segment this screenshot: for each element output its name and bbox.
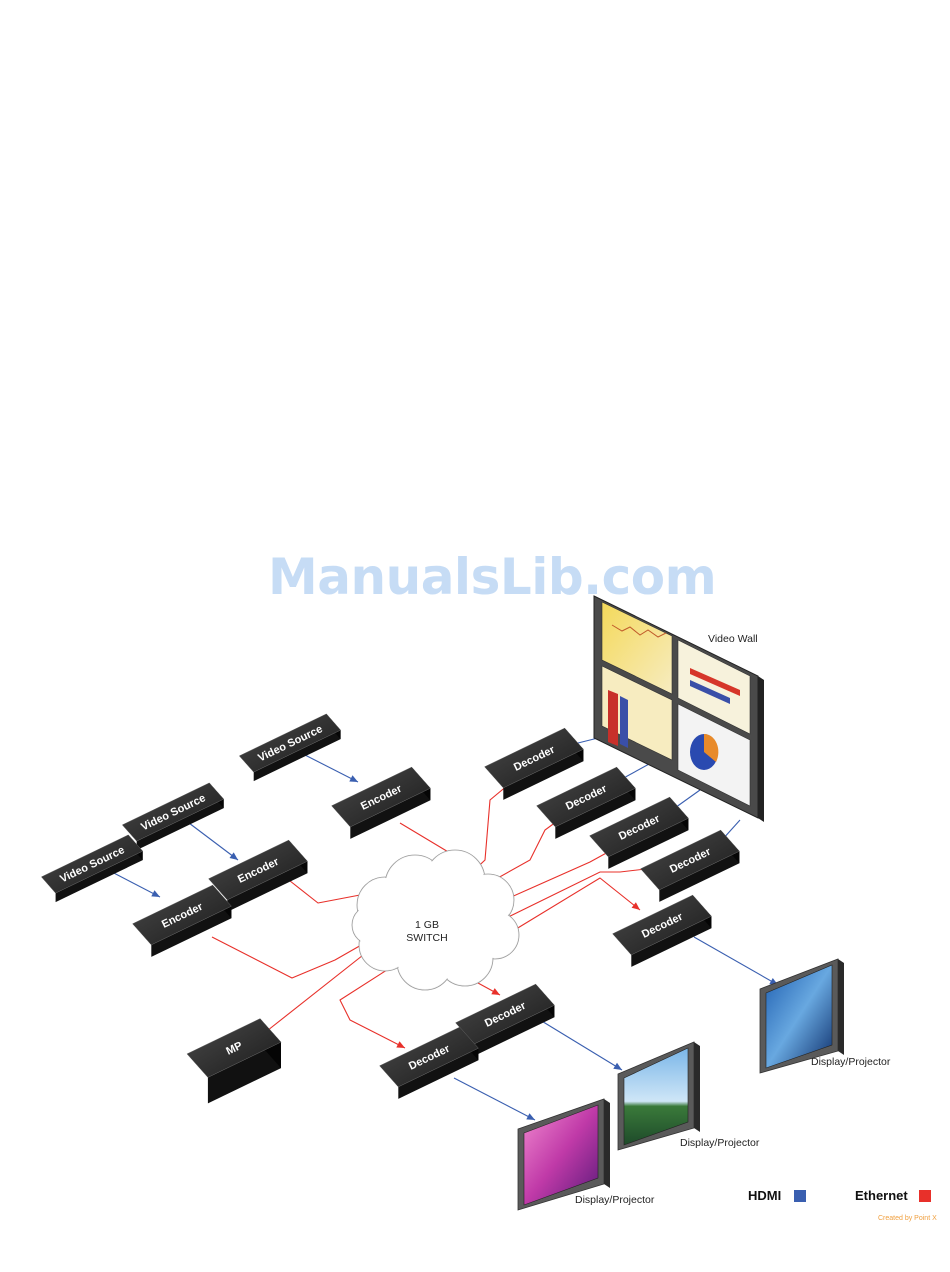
- watermark: ManualsLib.com: [268, 548, 698, 606]
- switch-label-line2: SWITCH: [392, 932, 462, 945]
- display-label-middle: Display/Projector: [680, 1137, 759, 1149]
- video-source-3: Video Source: [41, 835, 142, 902]
- decoder-1: Decoder: [485, 728, 584, 800]
- legend-ethernet-label: Ethernet: [855, 1188, 908, 1203]
- hdmi-line-dec6-display-middle: [540, 1020, 622, 1070]
- legend-hdmi-swatch: [794, 1190, 806, 1202]
- mp-device: MP: [187, 1019, 281, 1104]
- display-label-right: Display/Projector: [811, 1056, 890, 1068]
- encoder-1: Encoder: [332, 767, 431, 839]
- hdmi-line-dec5-display-right: [694, 937, 778, 985]
- video-source-2: Video Source: [122, 783, 223, 850]
- hdmi-line-vs3-enc3: [108, 870, 160, 897]
- eth-line-mp-switch: [258, 948, 372, 1038]
- video-source-1: Video Source: [239, 714, 340, 781]
- decoder-5: Decoder: [613, 895, 712, 967]
- decoder-7: Decoder: [380, 1027, 479, 1099]
- display-label-left: Display/Projector: [575, 1194, 654, 1206]
- credit-text: Created by Point X: [878, 1215, 937, 1222]
- eth-line-enc3-switch: [212, 937, 370, 978]
- hdmi-line-dec7-display-left: [454, 1078, 535, 1120]
- eth-line-switch-dec7: [340, 968, 405, 1048]
- display-middle: [618, 1042, 700, 1150]
- switch-label-line1: 1 GB: [392, 919, 462, 932]
- video-wall-label: Video Wall: [708, 633, 758, 645]
- hdmi-line-vs2-enc2: [185, 820, 238, 860]
- legend-hdmi-label: HDMI: [748, 1188, 781, 1203]
- hdmi-line-vs1-enc1: [305, 755, 358, 782]
- legend-ethernet-swatch: [919, 1190, 931, 1202]
- encoder-3: Encoder: [133, 885, 232, 957]
- switch-label: 1 GB SWITCH: [392, 919, 462, 945]
